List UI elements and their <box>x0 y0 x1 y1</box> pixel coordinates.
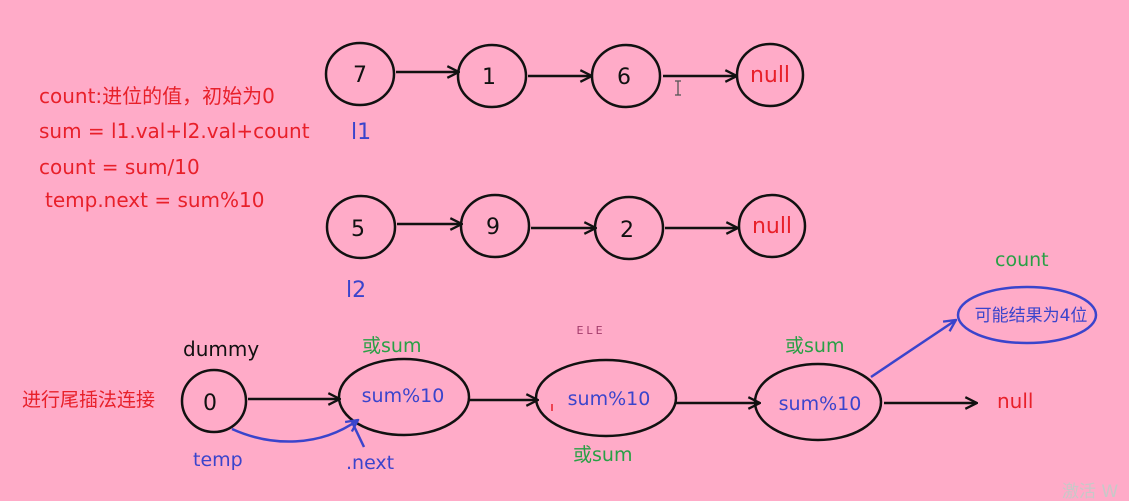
count-note-ellipse <box>956 285 1098 345</box>
dummy-node <box>180 368 248 434</box>
null-value: null <box>750 63 790 88</box>
list-node <box>459 193 531 259</box>
result-node-value: sum%10 <box>779 393 862 415</box>
node-value: 7 <box>353 63 367 88</box>
list-node <box>590 43 662 109</box>
text-cursor-icon <box>675 80 681 96</box>
note-count-formula: count = sum/10 <box>39 155 200 179</box>
result-node-value: sum%10 <box>568 388 651 410</box>
null-node <box>737 193 807 259</box>
tail-insert-label: 进行尾插法连接 <box>22 389 155 411</box>
list-l2: 5 9 2 null l2 <box>325 193 807 303</box>
alt-sum-label: 或sum <box>785 335 844 357</box>
node-value: 1 <box>482 65 496 90</box>
node-value: 2 <box>620 218 634 243</box>
count-label: count <box>995 249 1049 271</box>
result-list: dummy 进行尾插法连接 0 或sum sum%10 ELE sum%10 或… <box>22 249 1098 474</box>
null-node <box>735 42 805 108</box>
faint-label: ELE <box>576 324 605 337</box>
temp-pointer-arrow <box>231 420 358 443</box>
note-sum-formula: sum = l1.val+l2.val+count <box>39 119 310 143</box>
note-count-init: count:进位的值，初始为0 <box>39 84 275 108</box>
next-pointer-line <box>350 421 366 448</box>
list-label-l1: l1 <box>351 120 371 145</box>
dummy-label: dummy <box>183 337 259 361</box>
note-temp-next: temp.next = sum%10 <box>45 188 265 212</box>
count-arrow <box>870 320 956 379</box>
list-l1: 7 1 6 null l1 <box>324 41 805 145</box>
temp-label: temp <box>193 449 243 471</box>
next-label: .next <box>346 452 394 474</box>
list-node <box>593 195 665 261</box>
null-value: null <box>752 214 792 239</box>
alt-sum-label: 或sum <box>573 444 632 466</box>
list-label-l2: l2 <box>346 278 366 303</box>
result-node <box>337 357 471 437</box>
alt-sum-label: 或sum <box>362 335 421 357</box>
node-value: 6 <box>617 65 631 90</box>
list-node <box>456 43 528 109</box>
result-node <box>534 358 678 438</box>
node-value: 5 <box>351 217 365 242</box>
result-node-value: sum%10 <box>362 385 445 407</box>
list-node <box>324 41 396 107</box>
count-note: 可能结果为4位 <box>975 306 1088 326</box>
notes: count:进位的值，初始为0 sum = l1.val+l2.val+coun… <box>39 84 310 212</box>
dummy-value: 0 <box>203 391 217 416</box>
node-value: 9 <box>486 215 500 240</box>
list-node <box>325 194 397 260</box>
result-node <box>753 362 883 442</box>
result-null: null <box>997 389 1033 413</box>
watermark: 激活 W <box>1062 482 1118 501</box>
